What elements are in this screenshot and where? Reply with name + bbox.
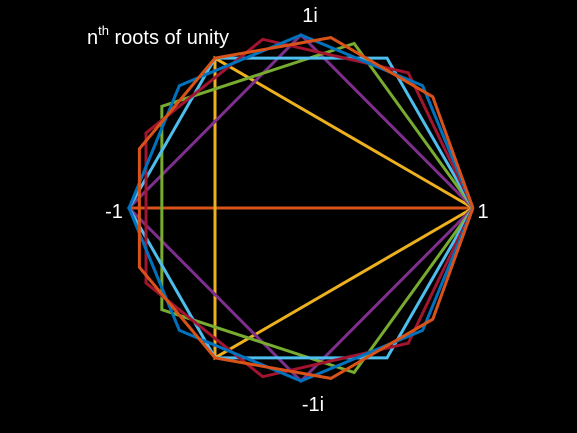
polygon-n3 (213, 55, 474, 361)
polygon-layer (126, 32, 475, 384)
title-rest: roots of unity (109, 27, 229, 49)
polygon-n9 (137, 36, 475, 380)
label-bottom: -1i (302, 394, 324, 416)
title-base: n (87, 27, 98, 49)
label-top: 1i (302, 5, 318, 27)
polygon-n5 (160, 41, 475, 375)
label-right: 1 (477, 201, 488, 223)
figure-title: nth roots of unity (87, 23, 229, 49)
label-left: -1 (105, 201, 123, 223)
title-superscript: th (98, 23, 109, 38)
